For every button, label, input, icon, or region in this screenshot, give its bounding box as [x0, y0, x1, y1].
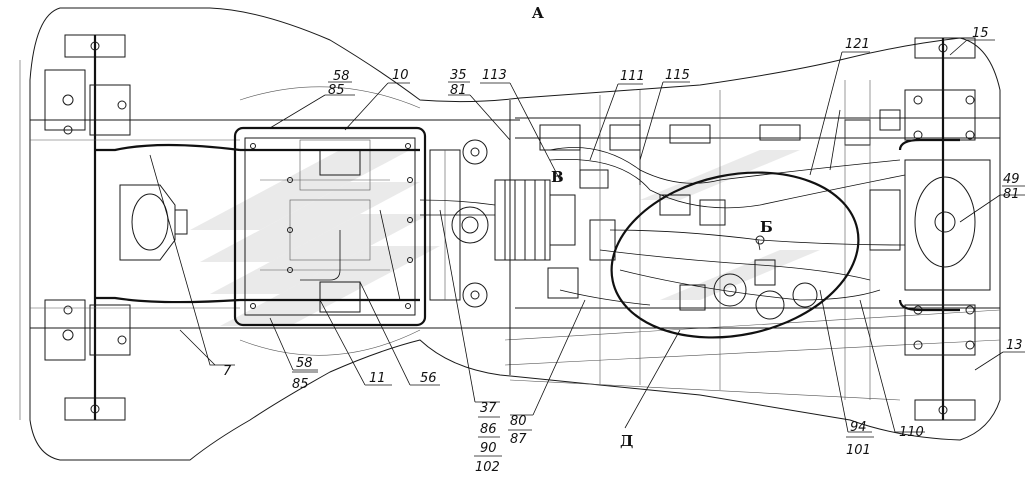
- hydraulic-distributor: [451, 139, 616, 308]
- callout-58-top: 58: [333, 69, 350, 84]
- differential: [95, 143, 241, 304]
- section-letter-d: Д: [620, 432, 633, 450]
- callout-10: 10: [392, 68, 409, 83]
- callout-94: 94: [850, 420, 867, 435]
- callout-101: 101: [846, 443, 871, 458]
- callout-35: 35: [450, 68, 467, 83]
- callout-110: 110: [899, 425, 924, 440]
- body-contour: [19, 7, 1001, 461]
- callout-121: 121: [845, 37, 870, 52]
- callout-56: 56: [420, 371, 437, 386]
- leader-lines: [149, 39, 1025, 433]
- callout-58-bottom: 58: [296, 356, 313, 371]
- callout-111: 111: [620, 69, 645, 84]
- callout-80: 80: [510, 414, 527, 429]
- tank-frame: [233, 126, 461, 327]
- callout-102: 102: [475, 460, 500, 475]
- callout-90: 90: [480, 441, 497, 456]
- callout-49: 49: [1003, 172, 1020, 187]
- callout-15: 15: [972, 26, 989, 41]
- callout-81-left: 81: [450, 83, 467, 98]
- rear-frame: [509, 80, 1000, 400]
- callout-86: 86: [480, 422, 497, 437]
- region-d-ellipse: [610, 171, 860, 339]
- callout-85-top: 85: [328, 83, 345, 98]
- callout-37: 37: [480, 401, 497, 416]
- callout-labels: 58 85 10 35 81 113 111 115 121 15 49 81 …: [223, 26, 1023, 475]
- view-title: A: [531, 4, 544, 22]
- callout-13: 13: [1006, 338, 1023, 353]
- rear-axle: [869, 37, 991, 421]
- callout-113: 113: [482, 68, 507, 83]
- section-letter-b: Б: [760, 218, 773, 236]
- callout-81-right: 81: [1003, 187, 1020, 202]
- callout-11: 11: [369, 371, 386, 386]
- label-underlines: [292, 81, 1025, 457]
- callout-85-bottom: 85: [292, 377, 309, 392]
- section-letter-v: В: [551, 168, 564, 186]
- callout-87: 87: [510, 432, 527, 447]
- front-axle: [30, 34, 520, 421]
- ellipse-devices: [659, 194, 818, 320]
- callout-7: 7: [223, 364, 232, 379]
- callout-115: 115: [665, 68, 690, 83]
